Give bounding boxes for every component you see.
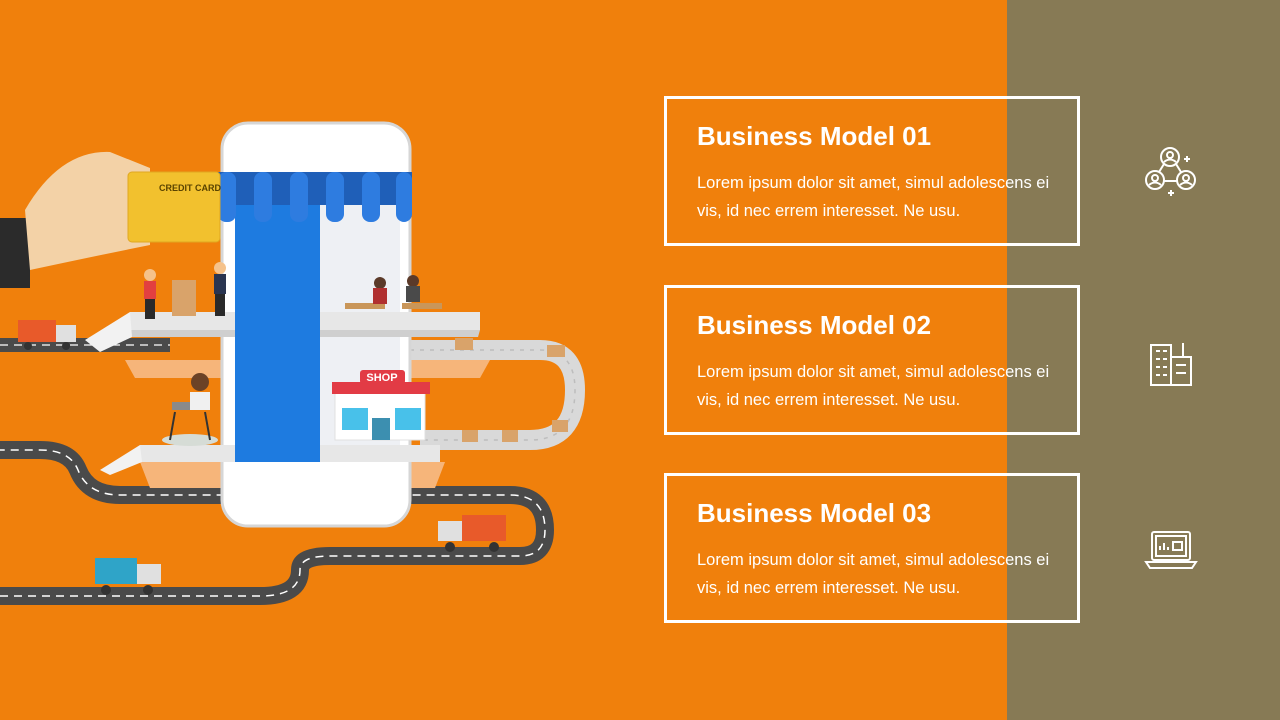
card-text: Lorem ipsum dolor sit amet, simul adoles… [697, 174, 1050, 220]
card-text: Lorem ipsum dolor sit amet, simul adoles… [697, 363, 1050, 409]
awning [218, 172, 412, 205]
ecommerce-illustration: SHOP CREDIT CARD [0, 121, 586, 605]
buildings-icon [1150, 343, 1192, 386]
card-text: Lorem ipsum dolor sit amet, simul adoles… [697, 551, 1050, 597]
truck-top-left [18, 320, 76, 350]
side-panel [1007, 0, 1280, 720]
business-model-card-2: Business Model 02 Lorem ipsum dolor sit … [664, 285, 1080, 435]
card-title: Business Model 01 [697, 121, 932, 151]
business-model-card-1: Business Model 01 Lorem ipsum dolor sit … [664, 96, 1080, 246]
truck-bottom-right [438, 515, 506, 552]
card-title: Business Model 03 [697, 498, 932, 528]
people-network-icon [1145, 147, 1196, 196]
credit-card-label: CREDIT CARD [159, 183, 221, 193]
truck-bottom-left [95, 558, 161, 595]
laptop-icon [1144, 531, 1198, 569]
card-title: Business Model 02 [697, 310, 932, 340]
shop-sign: SHOP [366, 372, 397, 384]
business-model-card-3: Business Model 03 Lorem ipsum dolor sit … [664, 473, 1080, 623]
